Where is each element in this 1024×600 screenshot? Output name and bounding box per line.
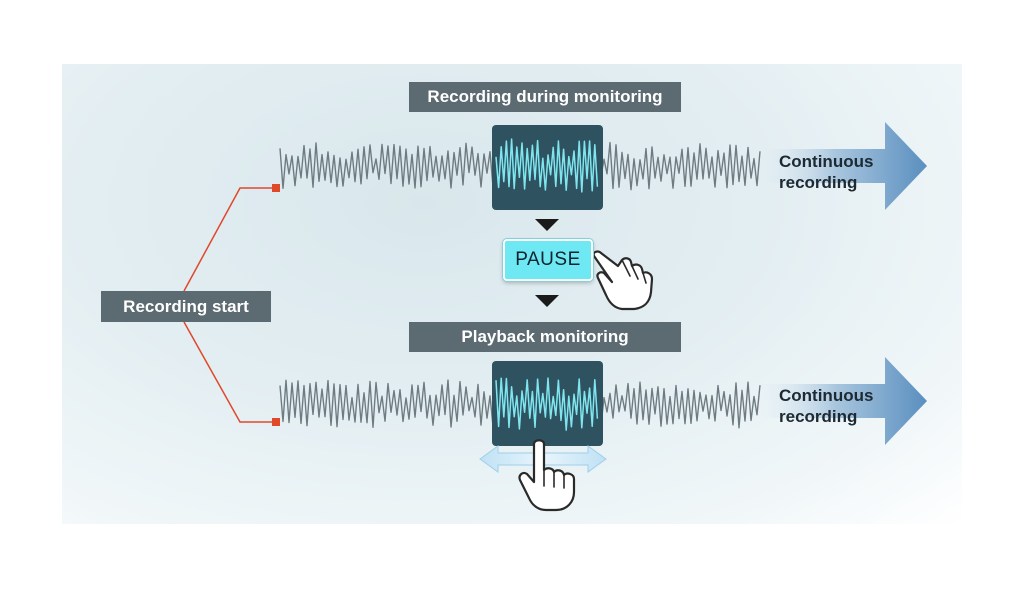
playback-monitoring-label: Playback monitoring (409, 322, 681, 352)
continuous-line1: Continuous (779, 152, 874, 171)
continuous-recording-label-top: Continuous recording (779, 151, 873, 193)
connector-node-top (272, 184, 280, 192)
highlight-waveform-bottom (495, 377, 599, 431)
hand-pointer-icon (592, 250, 654, 311)
connector-node-bottom (272, 418, 280, 426)
recording-start-label: Recording start (101, 291, 271, 322)
continuous-line1: Continuous (779, 386, 874, 405)
recording-during-monitoring-label: Recording during monitoring (409, 82, 681, 112)
continuous-line2: recording (779, 173, 858, 192)
down-arrow-icon (535, 219, 559, 231)
down-arrow-icon (535, 295, 559, 307)
connector-line-top (183, 187, 276, 292)
flow-arrow-bottom (760, 357, 927, 445)
highlight-waveform-top (495, 138, 599, 193)
hand-swipe-icon (518, 439, 576, 512)
continuous-recording-label-bottom: Continuous recording (779, 385, 873, 427)
continuous-line2: recording (779, 407, 858, 426)
connector-line-bottom (183, 321, 276, 423)
flow-arrow-top (760, 122, 927, 210)
pause-button[interactable]: PAUSE (503, 239, 593, 281)
